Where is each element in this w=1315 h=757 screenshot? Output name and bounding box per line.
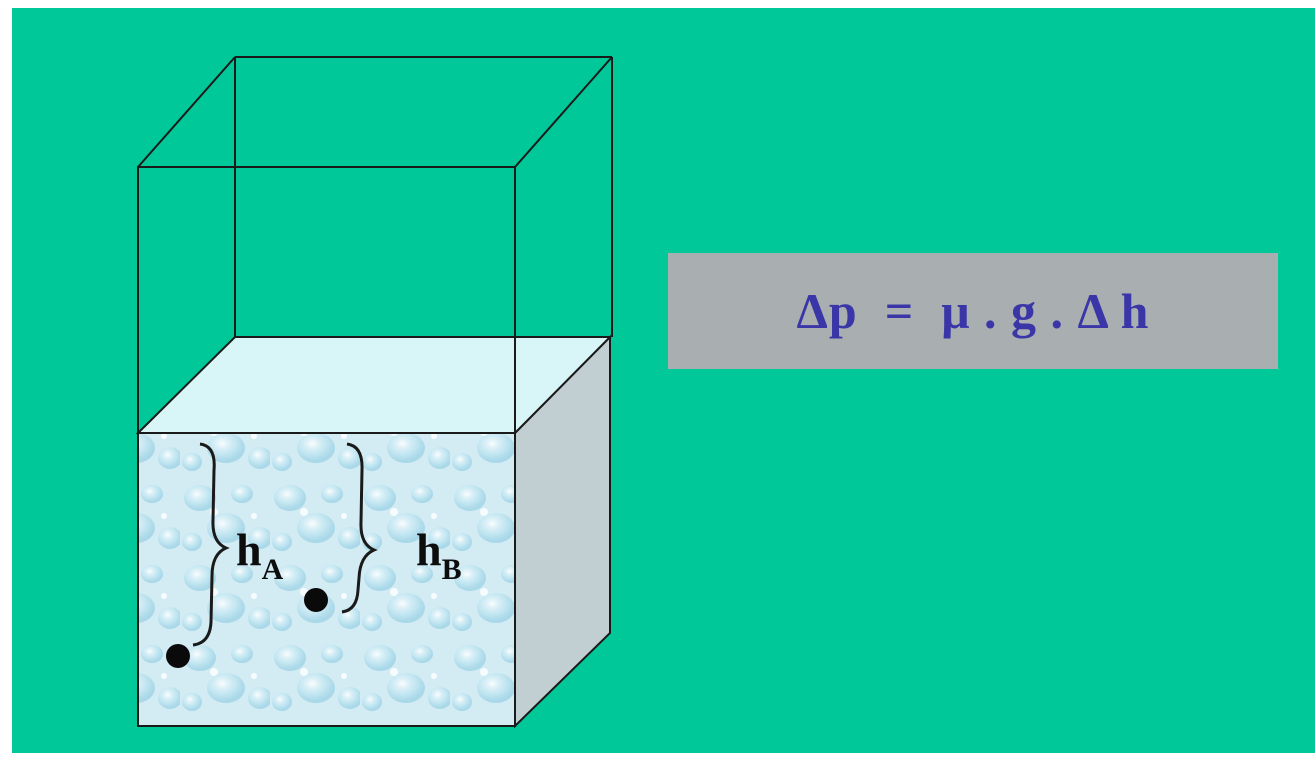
formula-box: Δp = μ . g . Δ h <box>668 253 1278 369</box>
point-a <box>166 644 190 668</box>
label-h-a-main: h <box>236 524 262 575</box>
label-h-a: hA <box>236 527 283 585</box>
label-h-b-sub: B <box>441 553 462 586</box>
label-h-a-sub: A <box>261 553 284 586</box>
label-h-b-main: h <box>416 524 442 575</box>
water-front-face <box>137 432 516 727</box>
tank-wireframe <box>137 56 613 434</box>
pressure-formula: Δp = μ . g . Δ h <box>796 283 1150 339</box>
label-h-b: hB <box>416 527 462 585</box>
point-b <box>304 588 328 612</box>
brace-h-b <box>341 442 378 614</box>
brace-h-a <box>192 442 230 647</box>
